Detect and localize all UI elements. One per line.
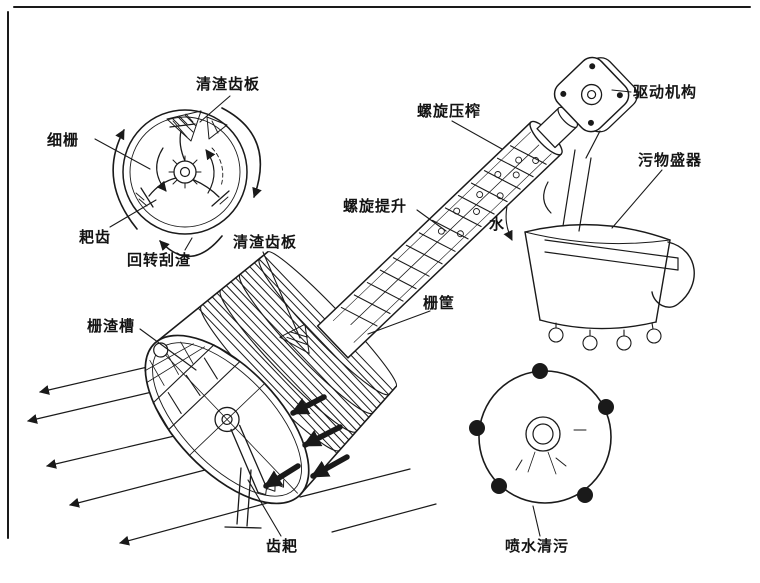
drive-flange <box>553 56 638 133</box>
label-cleaning-tooth-plate-top: 清渣齿板 <box>196 75 261 93</box>
label-water: 水 <box>489 215 506 233</box>
label-fine-screen: 细栅 <box>47 131 80 149</box>
rake-arm <box>230 424 285 496</box>
screw-conveyor <box>316 56 638 359</box>
screenings-dots <box>437 156 540 238</box>
discharge-arrows <box>263 394 350 489</box>
drum-leg <box>224 467 262 529</box>
screw-flights <box>340 145 547 327</box>
spray-detail-view <box>469 363 614 504</box>
waste-bin <box>524 223 695 351</box>
drum-front-face <box>144 323 310 505</box>
label-screenings-trough: 栅渣槽 <box>87 317 136 335</box>
bin-chute-board <box>544 239 679 271</box>
label-spray-cleaning: 喷水清污 <box>505 537 570 555</box>
hub-gear-ticks <box>168 155 202 189</box>
detail-rotary-view <box>112 107 262 258</box>
label-cleaning-tooth-plate-mid: 清渣齿板 <box>233 233 298 251</box>
caster-wheels <box>548 322 662 351</box>
water-drip-arrow <box>503 205 513 241</box>
label-screen-basket: 栅筐 <box>423 294 456 312</box>
screen-basket-bars <box>197 254 394 454</box>
support-frame <box>224 130 601 529</box>
drum-and-screw-assembly <box>144 56 638 505</box>
label-tooth-rake: 齿耙 <box>266 537 299 555</box>
label-drive-mechanism: 驱动机构 <box>633 83 698 101</box>
spray-ticks <box>515 429 587 475</box>
bin-lid-flap <box>651 241 695 308</box>
tooth-plate-wedges <box>166 110 228 142</box>
page-border <box>7 6 751 539</box>
label-screw-press: 螺旋压榨 <box>417 102 482 120</box>
label-screw-lift: 螺旋提升 <box>343 197 408 215</box>
label-waste-container: 污物盛器 <box>638 151 703 169</box>
screenings-trough-shape <box>152 344 241 430</box>
leader-lines <box>94 89 663 537</box>
spray-nozzle-blobs <box>469 363 614 503</box>
label-rake-teeth: 耙齿 <box>79 228 112 246</box>
mesh-sector <box>144 341 206 386</box>
rotation-arrows <box>112 107 262 258</box>
label-rotary-scraping: 回转刮渣 <box>127 251 192 269</box>
